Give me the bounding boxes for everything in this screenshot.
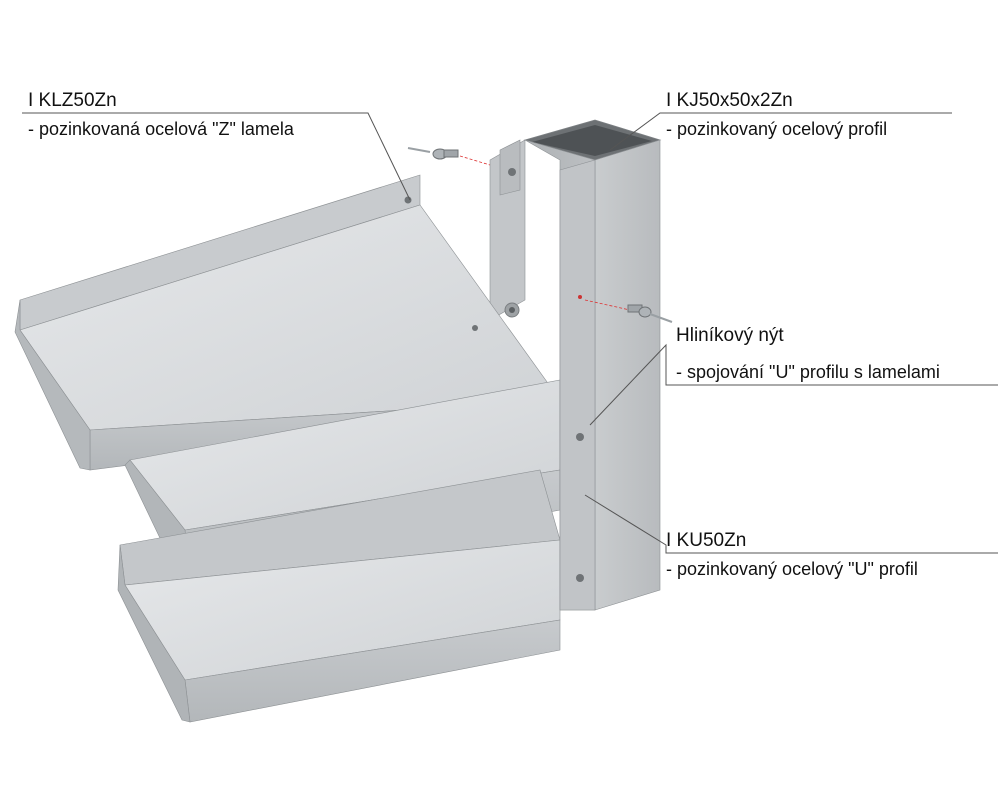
lower-lamella: [117, 469, 561, 723]
label-profil-code: I KJ50x50x2Zn: [666, 90, 793, 111]
label-u-profil-desc: - pozinkovaný ocelový "U" profil: [666, 559, 918, 579]
label-u-profil-code: I KU50Zn: [666, 530, 747, 551]
label-lamela-desc: - pozinkovaná ocelová "Z" lamela: [28, 119, 294, 139]
label-nyt: Hliníkový nýt - spojování "U" profilu s …: [676, 325, 940, 383]
label-nyt-desc: - spojování "U" profilu s lamelami: [676, 362, 940, 382]
label-nyt-code: Hliníkový nýt: [676, 325, 784, 346]
label-profil-desc: - pozinkovaný ocelový profil: [666, 119, 888, 139]
u-profile-plate: [489, 139, 526, 321]
label-profil: I KJ50x50x2Zn - pozinkovaný ocelový prof…: [666, 90, 887, 140]
rivet-top: [407, 147, 491, 166]
label-lamela: I KLZ50Zn - pozinkovaná ocelová "Z" lame…: [28, 90, 294, 140]
label-u-profil: I KU50Zn - pozinkovaný ocelový "U" profi…: [666, 530, 918, 580]
leader-nyt: [589, 343, 998, 426]
label-lamela-code: I KLZ50Zn: [28, 90, 117, 111]
leader-u-profil: [584, 494, 998, 554]
leader-profil: [609, 112, 952, 151]
vertical-post: [523, 119, 662, 611]
leader-lamela: [22, 112, 411, 201]
rivet-right: [584, 299, 673, 323]
leader-lines: [22, 112, 998, 554]
